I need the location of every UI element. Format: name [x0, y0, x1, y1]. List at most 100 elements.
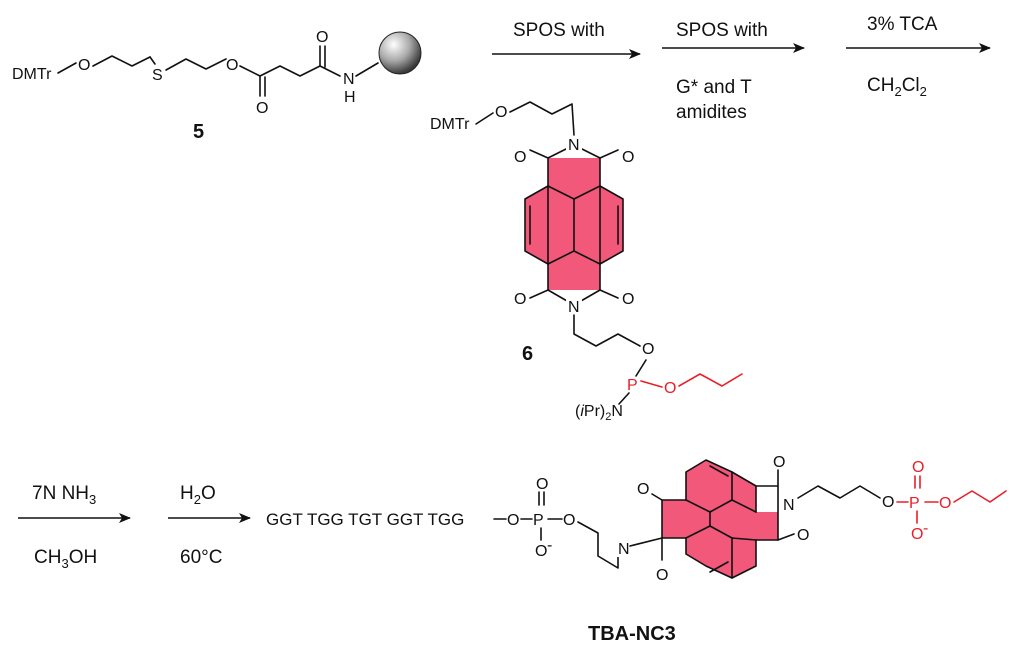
c5-o1-label: O	[78, 57, 90, 74]
p-o9: O	[882, 494, 894, 511]
c5-n-label: N	[343, 71, 355, 88]
c5-h-label: H	[344, 89, 356, 106]
p-o8: O	[797, 527, 809, 544]
c6-top-linker	[509, 101, 575, 136]
p-o6: O	[656, 567, 668, 584]
step4-top: 7N NH3	[32, 483, 96, 507]
compound-5: DMTr O S O O O N H 5	[12, 29, 422, 143]
c6-inner-5	[573, 250, 601, 265]
p-o12: O	[939, 495, 951, 512]
c6-n2-label: N	[568, 299, 580, 316]
p-o4: O	[563, 512, 575, 529]
c6-co-2	[599, 149, 619, 159]
c5-bond	[57, 62, 77, 74]
p-inner-4	[709, 499, 733, 513]
c5-chain-1	[92, 55, 151, 67]
c6-co-4	[599, 289, 619, 299]
c5-o2-label: O	[226, 57, 238, 74]
p-imide-right	[755, 485, 779, 541]
c5-bond-n	[319, 65, 341, 77]
c6-o-bottom: O	[642, 341, 654, 358]
step3-bottom: CH2Cl2	[867, 75, 927, 99]
c5-s-label: S	[152, 67, 163, 84]
step-3: 3% TCA CH2Cl2	[846, 14, 991, 99]
p-double-bottom	[709, 561, 729, 573]
c6-p-label: P	[627, 377, 638, 394]
p-inner-5	[709, 525, 733, 539]
c6-propyl	[678, 373, 743, 387]
p-charge1: -	[547, 537, 552, 554]
product-sequence: GGT TGG TGT GGT TGG	[266, 510, 464, 529]
p-imide-left	[661, 499, 687, 539]
c6-n1-label: N	[568, 137, 580, 154]
c6-bottom-linker	[573, 314, 641, 347]
step3-top: 3% TCA	[867, 14, 938, 35]
p-ring-top	[685, 459, 757, 513]
p-p1: P	[533, 512, 544, 529]
p-p2: P	[909, 495, 920, 512]
c6-o-co2: O	[622, 149, 634, 166]
step1-top: SPOS with	[513, 20, 605, 41]
p-o3: O	[535, 543, 547, 560]
resin-bead-icon	[378, 31, 422, 75]
p-inner-7	[731, 537, 757, 541]
p-inner-2	[685, 525, 711, 539]
c5-dmtr-label: DMTr	[12, 66, 52, 83]
p-n2-bg	[781, 496, 796, 513]
step-4: 7N NH3 CH3OH	[18, 483, 131, 571]
c6-amine-label: (iPr)2N	[575, 403, 623, 423]
c6-co-1	[529, 149, 549, 159]
p-charge2: -	[923, 520, 928, 537]
p-n1-bond	[629, 537, 663, 547]
c5-o4-label: O	[316, 29, 328, 46]
p-n2: N	[783, 497, 795, 514]
c5-bond-bead	[355, 62, 379, 77]
p-inner-1	[685, 499, 711, 513]
c6-o-co4: O	[622, 291, 634, 308]
c5-bond-s	[149, 56, 156, 65]
p-linker-right	[797, 485, 881, 499]
step4-bottom: CH3OH	[34, 547, 97, 571]
c6-bond-pn	[618, 392, 630, 405]
c6-n2-bg	[566, 297, 582, 315]
step2-top: SPOS with	[676, 20, 768, 41]
step-5: H2O 60°C	[168, 483, 251, 568]
p-o10: O	[912, 459, 924, 476]
p-n1-bg	[616, 540, 631, 557]
c6-left-ring	[524, 185, 549, 265]
c6-n1-bg	[566, 135, 582, 153]
p-o7: O	[773, 454, 785, 471]
c5-compound-label: 5	[193, 121, 204, 143]
c6-o-co1: O	[514, 149, 526, 166]
p-double-top	[709, 465, 729, 477]
c5-o3-label: O	[256, 100, 268, 117]
step-1: SPOS with	[492, 20, 641, 59]
step5-bottom: 60°C	[180, 547, 222, 568]
p-ndi-fill	[662, 460, 778, 578]
c6-bond-op	[635, 359, 647, 377]
p-o2: O	[536, 476, 548, 493]
c5-chain-3	[239, 65, 321, 77]
step2-bottom2: amidites	[676, 102, 747, 123]
p-co-lt	[651, 493, 663, 501]
p-inner-6	[731, 499, 757, 513]
c6-inner-1	[547, 185, 575, 200]
c5-chain-2	[165, 58, 227, 71]
step-2: SPOS with G* and T amidites	[662, 20, 805, 123]
c6-bond-p-o	[640, 380, 663, 388]
c6-dmtr-label: DMTr	[430, 116, 470, 133]
p-ring-bottom	[685, 537, 757, 579]
product-tba-nc3: GGT TGG TGT GGT TGG O P O O - O O	[266, 454, 1007, 645]
p-o11: O	[911, 526, 923, 543]
c6-inner-4	[547, 250, 575, 265]
p-n1: N	[618, 541, 630, 558]
c6-o-top: O	[495, 104, 507, 121]
c6-bond-dmtr	[475, 112, 494, 125]
c6-inner-2	[573, 185, 601, 200]
c6-co-3	[529, 289, 549, 299]
c6-o-red: O	[664, 380, 676, 397]
product-compound-label: TBA-NC3	[588, 623, 676, 645]
c6-o-co3: O	[514, 291, 526, 308]
p-propyl	[953, 490, 1007, 503]
